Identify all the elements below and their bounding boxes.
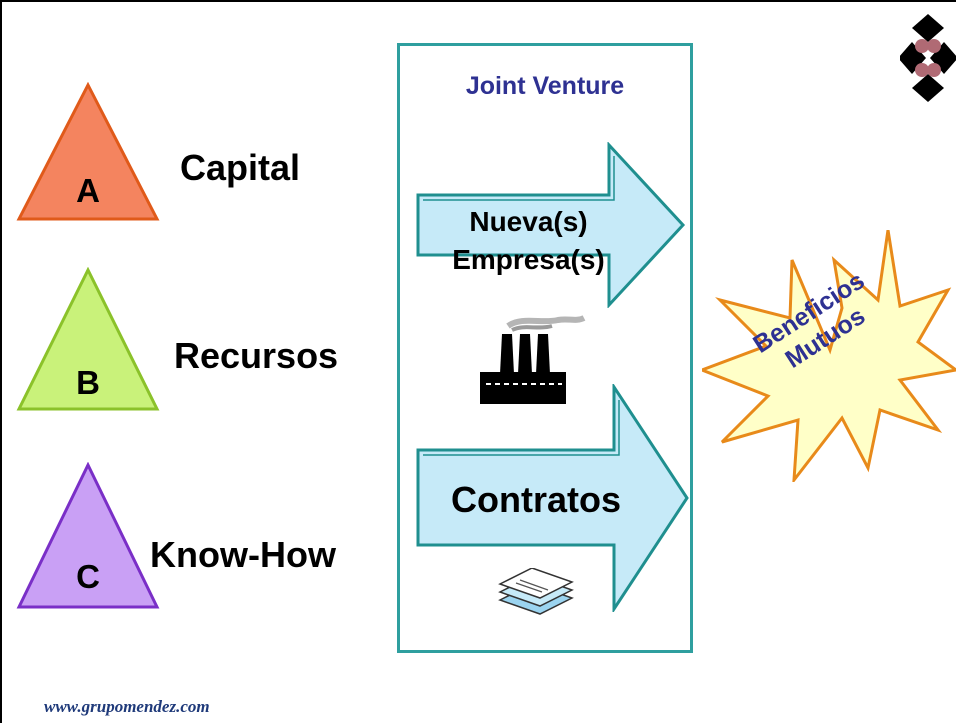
factory-icon <box>480 315 586 404</box>
triangle-b-shape <box>16 267 160 411</box>
triangle-a-letter: A <box>76 172 100 209</box>
triangle-b-icon <box>16 267 160 411</box>
footer-url[interactable]: www.grupomendez.com <box>44 697 210 716</box>
triangle-a-icon <box>16 82 160 221</box>
starburst-shape <box>702 230 956 482</box>
triangle-b-letter: B <box>76 364 100 401</box>
documents-icon <box>498 568 574 615</box>
joint-venture-title: Joint Venture <box>465 72 625 100</box>
grupo-mendez-logo-icon <box>900 14 956 102</box>
know-how-label: Know-How <box>150 534 336 575</box>
contracts-arrow <box>416 384 689 612</box>
contracts-label: Contratos <box>451 479 621 520</box>
recursos-label: Recursos <box>174 335 339 376</box>
triangle-a-shape <box>16 82 160 221</box>
new-company-arrow <box>416 142 686 308</box>
new-company-label-line1: Nueva(s) <box>469 206 588 237</box>
triangle-c-shape <box>16 462 160 609</box>
triangle-c-icon <box>16 462 160 609</box>
mutual-benefits-starburst <box>702 230 956 482</box>
capital-label: Capital <box>180 147 301 188</box>
new-company-label-line2: Empresa(s) <box>452 244 605 275</box>
triangle-c-letter: C <box>76 558 100 595</box>
